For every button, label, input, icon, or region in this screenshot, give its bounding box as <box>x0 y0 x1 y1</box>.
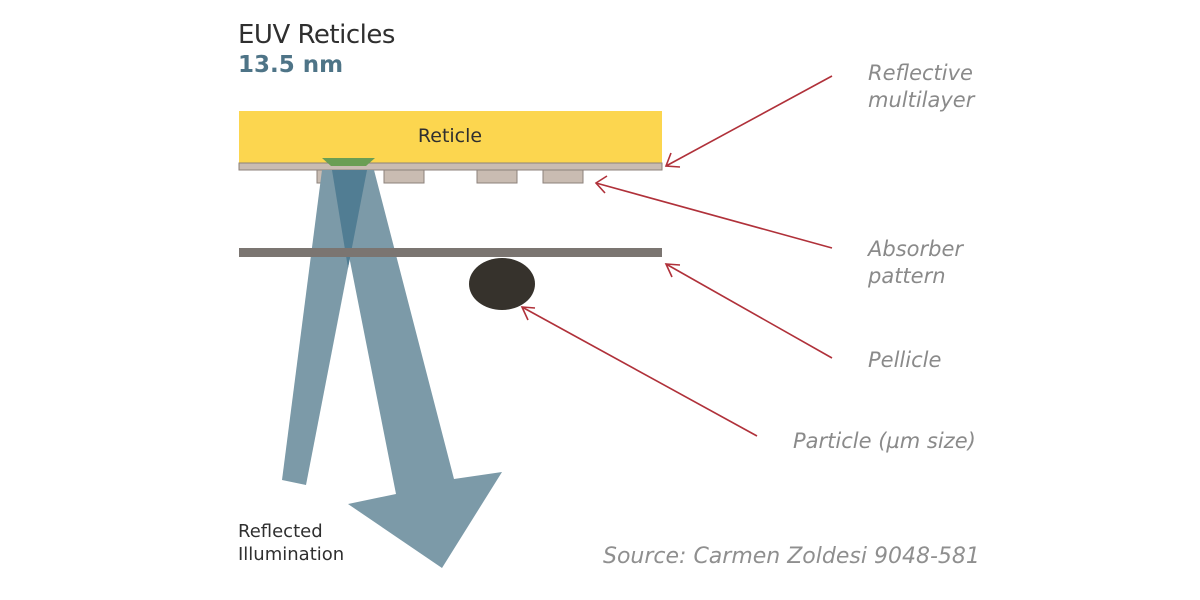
label-reflected-illumination: Reflected Illumination <box>238 520 344 566</box>
label-particle: Particle (µm size) <box>793 429 976 453</box>
pointer-pellicle <box>664 263 833 359</box>
absorber-block <box>476 169 518 184</box>
label-absorber-pattern: Absorber pattern <box>868 236 963 290</box>
label-pellicle: Pellicle <box>868 348 942 372</box>
pellicle <box>239 248 662 257</box>
label-line: Reflected <box>238 521 323 542</box>
particle <box>469 258 535 310</box>
absorber-block <box>383 169 425 184</box>
reflected-beam-arrow <box>332 170 502 568</box>
label-line: Absorber <box>868 237 964 261</box>
reticle-label: Reticle <box>418 125 482 147</box>
pointer-arrows <box>520 75 833 437</box>
label-line: Illumination <box>238 544 345 565</box>
pointer-absorber <box>594 175 833 249</box>
reticle-block <box>239 111 662 163</box>
diagram-title: EUV Reticles <box>238 20 395 50</box>
reflection-spot <box>322 158 375 166</box>
wavelength-subtitle: 13.5 nm <box>238 52 344 78</box>
label-line: multilayer <box>868 88 975 112</box>
reflective-multilayer <box>238 162 663 171</box>
label-reflective-multilayer: Reflective multilayer <box>868 60 974 114</box>
pointer-multilayer <box>664 75 833 168</box>
absorber-block <box>542 169 584 184</box>
beam-overlap <box>332 170 367 268</box>
label-line: Reflective <box>868 61 973 85</box>
source-credit: Source: Carmen Zoldesi 9048-581 <box>603 544 980 569</box>
label-line: pattern <box>868 264 946 288</box>
pointer-particle <box>520 306 758 437</box>
